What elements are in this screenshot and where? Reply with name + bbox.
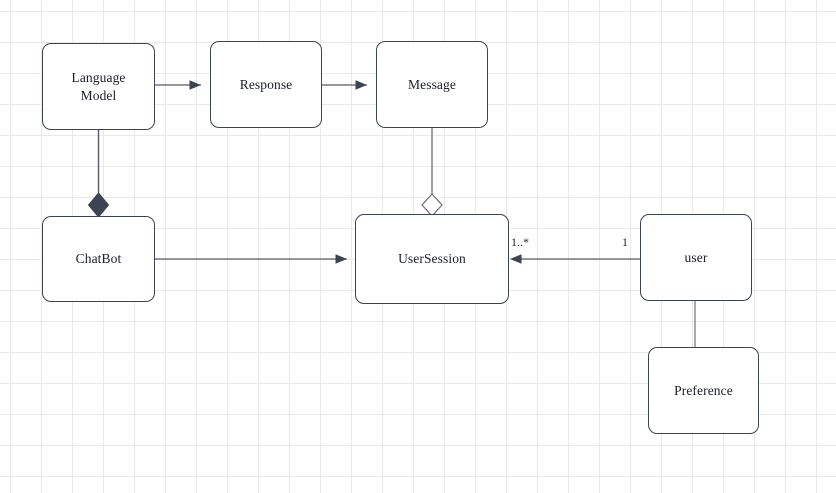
edge-message-usersession — [421, 128, 443, 217]
node-chatbot[interactable]: ChatBot — [42, 216, 155, 302]
node-message[interactable]: Message — [376, 41, 488, 128]
multiplicity-label-user: 1 — [622, 235, 628, 249]
node-label: ChatBot — [75, 251, 122, 267]
edge-chatbot-language-model — [87, 130, 110, 218]
node-user[interactable]: user — [640, 214, 752, 301]
node-preference[interactable]: Preference — [648, 347, 759, 434]
node-label: Response — [239, 76, 293, 92]
multiplicity-label-usersession: 1..* — [511, 235, 529, 249]
node-response[interactable]: Response — [210, 41, 322, 128]
filled-diamond-icon — [87, 192, 110, 218]
node-label: user — [684, 249, 708, 265]
node-usersession[interactable]: UserSession — [355, 214, 509, 304]
node-label: Language Model — [71, 69, 126, 103]
edge-language-model-response — [155, 80, 201, 90]
hollow-diamond-icon — [421, 193, 443, 217]
filled-arrow-icon — [189, 80, 201, 90]
edge-chatbot-usersession — [155, 254, 347, 264]
edge-response-message — [322, 80, 367, 90]
filled-arrow-icon — [510, 254, 522, 264]
filled-arrow-icon — [335, 254, 347, 264]
node-label: Message — [408, 76, 456, 92]
node-language-model[interactable]: Language Model — [42, 43, 155, 130]
filled-arrow-icon — [355, 80, 367, 90]
node-label: UserSession — [398, 251, 466, 267]
edge-user-usersession — [510, 254, 640, 264]
node-label: Preference — [674, 382, 733, 398]
